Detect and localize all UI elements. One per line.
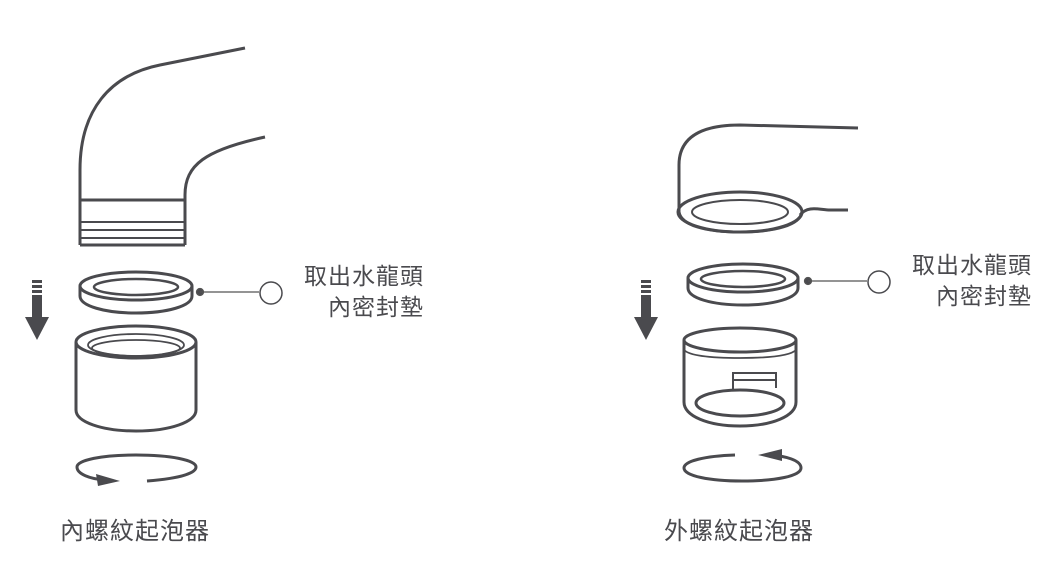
left-caption: 內螺紋起泡器 [60,517,210,545]
right-callout-line1: 取出水龍頭 [912,253,1032,279]
left-callout-pointer [195,281,283,305]
right-aerator-body [682,326,798,428]
right-faucet-spout [676,123,859,234]
left-callout-label: 取出水龍頭 內密封墊 [284,262,424,324]
right-callout-pointer [803,270,891,294]
left-aerator-body [74,324,198,433]
left-rotate-clockwise-icon [75,453,198,486]
left-gasket [78,270,194,315]
right-callout-line2: 內密封墊 [936,284,1032,310]
right-gasket [686,262,800,307]
right-rotate-counterclockwise-icon [682,449,803,483]
right-down-arrow-icon [634,280,658,340]
right-caption: 外螺紋起泡器 [664,517,814,545]
left-callout-line2: 內密封墊 [328,295,424,321]
left-faucet-spout [78,46,266,247]
left-down-arrow-icon [25,280,49,340]
left-callout-line1: 取出水龍頭 [304,264,424,290]
right-callout-label: 取出水龍頭 內密封墊 [892,251,1032,313]
